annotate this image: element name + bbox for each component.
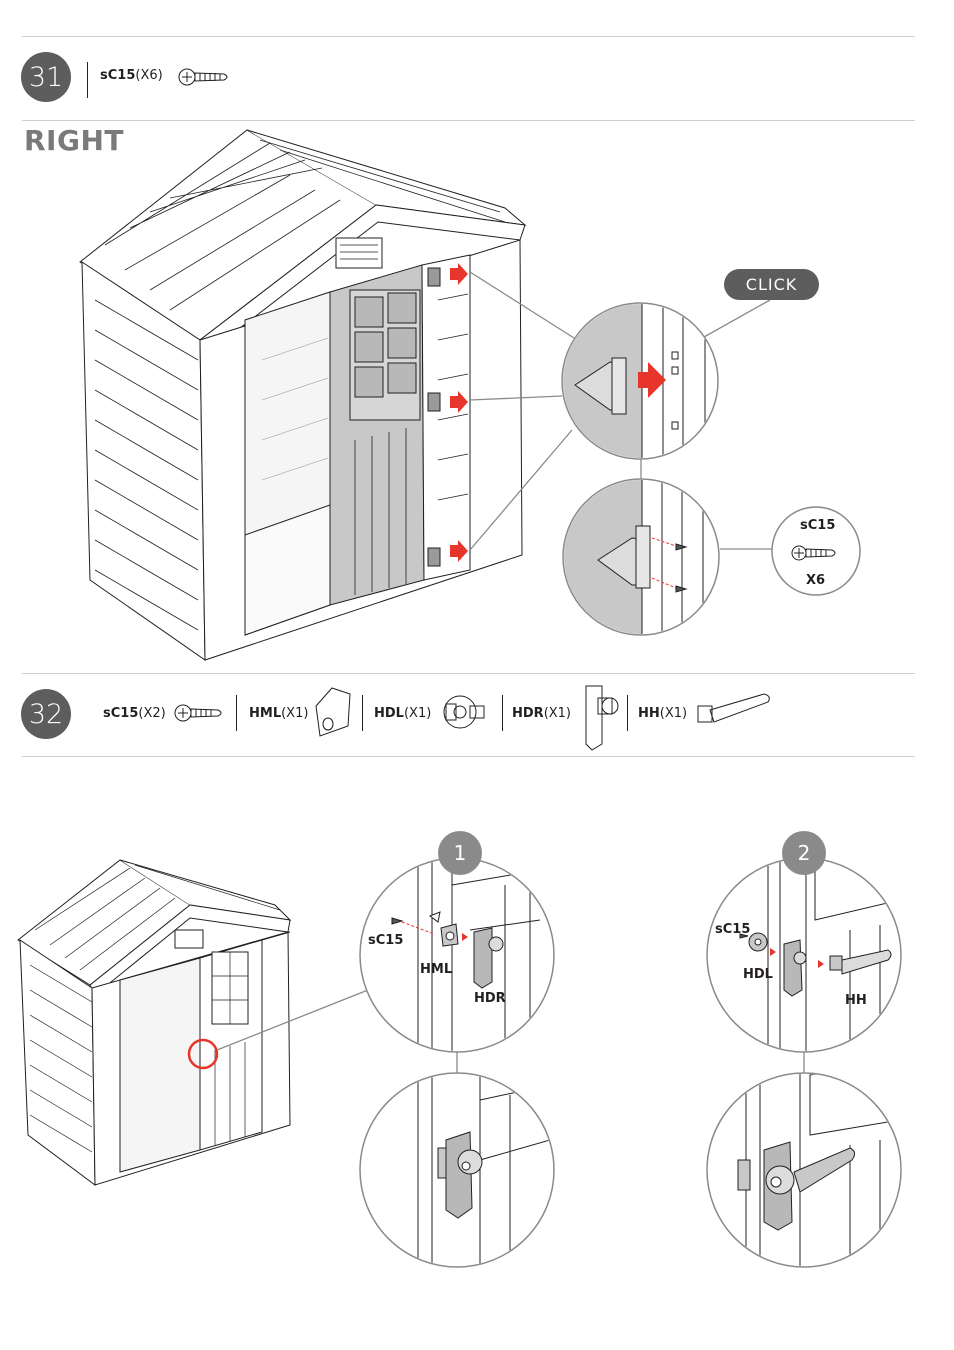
- label-hdl: HDL: [743, 967, 773, 982]
- step-32-number: 32: [21, 689, 71, 739]
- part-hdr: HDR(X1): [512, 706, 571, 721]
- separator: [627, 695, 628, 731]
- separator: [362, 695, 363, 731]
- label-sc15: sC15: [368, 933, 404, 948]
- part-code: HDR: [512, 706, 544, 721]
- part-hml: HML(X1): [249, 706, 308, 721]
- rule: [22, 673, 915, 674]
- rule: [22, 756, 915, 757]
- label-sc15: sC15: [715, 922, 751, 937]
- part-hdl: HDL(X1): [374, 706, 431, 721]
- label-hdr: HDR: [474, 991, 506, 1006]
- part-hh: HH(X1): [638, 706, 687, 721]
- part-qty: (X1): [403, 706, 432, 721]
- callout-code: sC15: [800, 518, 836, 533]
- part-code: HDL: [374, 706, 404, 721]
- part-qty: (X1): [543, 706, 572, 721]
- part-sc15: sC15(X2): [103, 706, 166, 721]
- part-code: sC15: [100, 68, 136, 83]
- label-hml: HML: [420, 962, 453, 977]
- sub-step-1-badge: 1: [438, 831, 482, 875]
- separator: [236, 695, 237, 731]
- click-label: CLICK: [724, 269, 819, 300]
- label-hh: HH: [845, 993, 867, 1008]
- callout-qty: X6: [806, 573, 826, 588]
- part-qty: (X1): [659, 706, 688, 721]
- part-code: HH: [638, 706, 660, 721]
- part-sc15: sC15(X6): [100, 68, 163, 83]
- sub-step-2-badge: 2: [782, 831, 826, 875]
- step-31-number: 31: [21, 52, 71, 102]
- screw-icon: [791, 545, 836, 561]
- section-title: RIGHT: [24, 124, 124, 157]
- top-rule: [22, 36, 915, 37]
- part-qty: (X1): [281, 706, 309, 721]
- part-qty: (X6): [135, 68, 163, 83]
- separator: [87, 62, 88, 98]
- part-code: HML: [249, 706, 282, 721]
- part-qty: (X2): [138, 706, 166, 721]
- part-code: sC15: [103, 706, 139, 721]
- separator: [502, 695, 503, 731]
- rule: [22, 120, 915, 121]
